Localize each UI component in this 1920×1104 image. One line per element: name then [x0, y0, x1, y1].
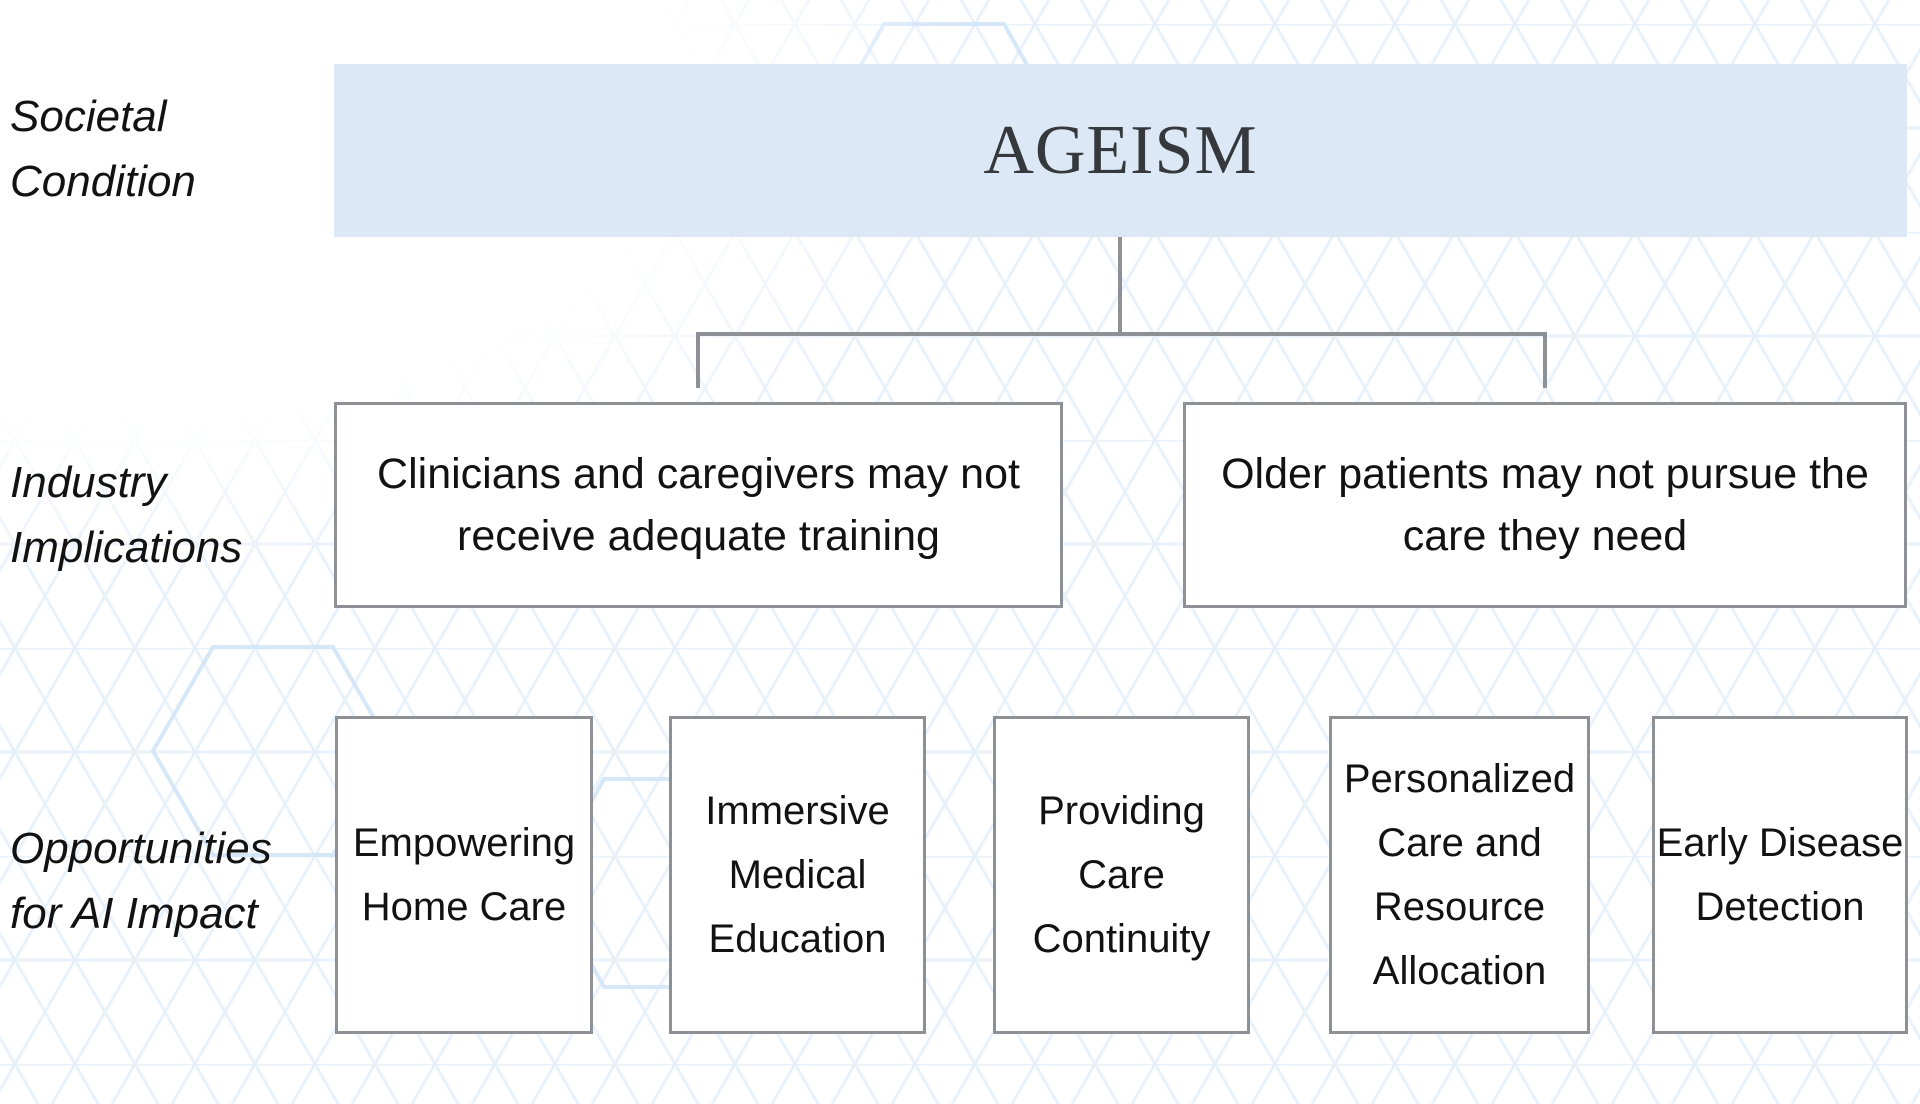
opportunity-box-immersive-medical-education: Immersive Medical Education	[669, 716, 926, 1034]
row-label-industry-implications: Industry Implications	[10, 458, 243, 572]
opportunity-box-providing-care-continuity: Providing Care Continuity	[993, 716, 1250, 1034]
row-label-opportunities-for-ai-impact: Opportunities for AI Impact	[10, 824, 272, 938]
connector-left-stub-line	[696, 332, 700, 388]
opportunity-box-empowering-home-care: Empowering Home Care	[335, 716, 593, 1034]
connector-stem-line	[1118, 237, 1122, 334]
connector-horizontal-line	[696, 332, 1547, 336]
row-label-societal-condition: Societal Condition	[10, 92, 196, 206]
connector-right-stub-line	[1543, 332, 1547, 388]
opportunity-box-early-disease-detection: Early Disease Detection	[1652, 716, 1908, 1034]
societal-condition-title: AGEISM	[983, 111, 1258, 189]
opportunity-box-personalized-care-resource-allocation: Personalized Care and Resource Allocatio…	[1329, 716, 1590, 1034]
implication-box-older-patients-care: Older patients may not pursue the care t…	[1183, 402, 1907, 608]
societal-condition-banner: AGEISM	[334, 64, 1907, 237]
implication-box-clinician-training: Clinicians and caregivers may not receiv…	[334, 402, 1063, 608]
